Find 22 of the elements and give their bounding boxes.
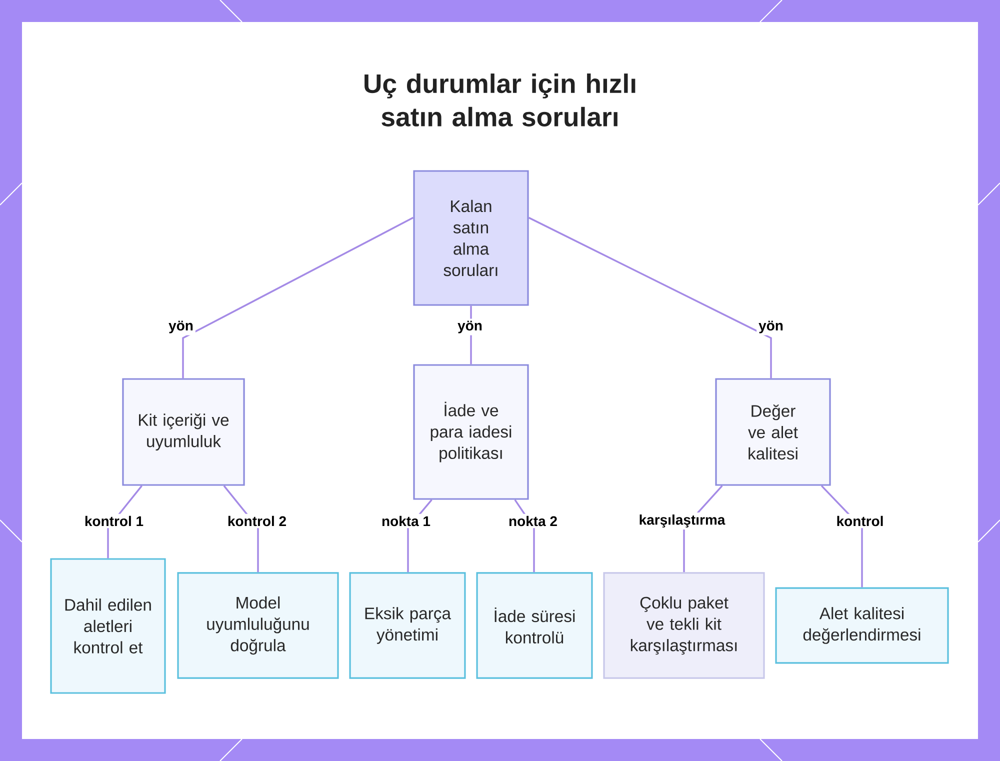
connector	[182, 216, 414, 378]
edge-label: nokta 2	[506, 514, 560, 528]
connector	[528, 216, 772, 378]
box: İade ve para iadesi politikası	[413, 364, 529, 500]
box: Eksik parça yönetimi	[349, 572, 466, 679]
box: İade süresi kontrolü	[476, 572, 593, 679]
box: Değer ve alet kalitesi	[715, 378, 831, 486]
edge-label: kontrol 2	[225, 514, 289, 528]
box: Model uyumluluğunu doğrula	[177, 572, 339, 679]
title: Uç durumlar için hızlı satın alma soruları	[364, 74, 636, 126]
edge-label: nokta 1	[380, 514, 432, 528]
box: Kit içeriği ve uyumluluk	[122, 378, 245, 486]
edge-label: kontrol	[834, 514, 886, 528]
edge-label: yön	[756, 318, 786, 336]
box: Alet kalitesi değerlendirmesi	[775, 587, 949, 664]
box: Dahil edilen aletleri kontrol et	[50, 558, 166, 694]
edge-label: karşılaştırma	[636, 512, 728, 530]
edge-label: kontrol 1	[82, 514, 146, 528]
box: Kalan satın alma soruları	[413, 170, 529, 306]
edge-label: yön	[456, 318, 484, 336]
box: Çoklu paket ve tekli kit karşılaştırması	[603, 572, 765, 679]
edge-label: yön	[166, 318, 196, 336]
